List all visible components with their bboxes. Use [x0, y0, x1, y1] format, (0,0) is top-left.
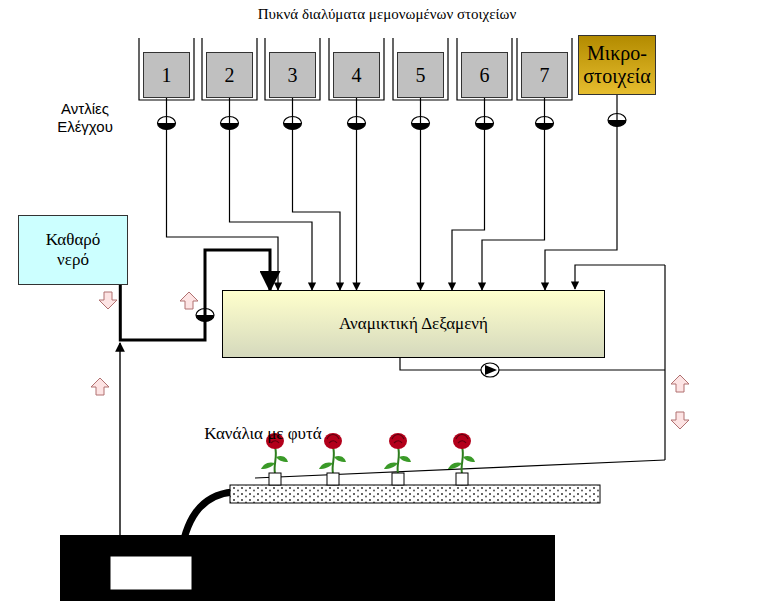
- rose-plant: [319, 433, 346, 485]
- tank-outline: [265, 38, 320, 100]
- tank-label: Καθαρό νερό: [29, 230, 117, 269]
- tank-number: 7: [540, 64, 550, 87]
- tank-outline: [139, 38, 194, 100]
- flow-arrow-up: [671, 375, 689, 392]
- reservoir-sump: [110, 556, 192, 590]
- flow-arrow-down: [99, 292, 117, 309]
- tank-outline: [202, 38, 257, 100]
- reservoir-tank: [60, 535, 555, 601]
- mixing-tank: Αναμικτική Δεξαμενή: [222, 290, 605, 358]
- drain-return-pipe: [119, 343, 120, 556]
- feed-pipe: [356, 98, 357, 290]
- tank-outline: [329, 38, 384, 100]
- tank-containers: [139, 38, 572, 100]
- pipes: [120, 265, 665, 560]
- feed-pipe: [545, 95, 617, 290]
- stock-tank: 5: [397, 52, 444, 98]
- clean-water-tank: Καθαρό νερό: [18, 215, 128, 285]
- flow-arrow-up: [180, 292, 198, 309]
- tank-label: Μικρο- στοιχεία: [583, 42, 651, 88]
- flow-arrow-down: [671, 412, 689, 429]
- tank-number: 3: [288, 64, 298, 87]
- stock-tank: 4: [333, 52, 380, 98]
- tank-number: 6: [480, 64, 490, 87]
- stock-tank: 3: [269, 52, 316, 98]
- riser-pipe: [664, 265, 665, 460]
- feed-pipe: [420, 98, 421, 290]
- rose-plant: [448, 433, 475, 485]
- return-pipe: [575, 265, 665, 289]
- stock-tank: 7: [521, 52, 568, 98]
- tank-number: 1: [162, 64, 172, 87]
- tank-label: Αναμικτική Δεξαμενή: [339, 314, 488, 334]
- feed-pipe: [167, 98, 279, 290]
- tank-outline: [457, 38, 512, 100]
- rose-plant: [384, 433, 411, 485]
- tank-number: 5: [416, 64, 426, 87]
- tank-outline: [517, 38, 572, 100]
- diagram-title: Πυκνά διαλύματα μεμονωμένων στοιχείων: [0, 6, 774, 23]
- tank-number: 2: [225, 64, 235, 87]
- stock-tank: 1: [143, 52, 190, 98]
- stock-tank: 2: [206, 52, 253, 98]
- flow-arrow-up: [91, 378, 109, 395]
- tank-outline: [393, 38, 448, 100]
- channel-label: Κανάλια με φυτά: [178, 424, 348, 444]
- feed-pipe: [452, 98, 485, 290]
- channel: [230, 485, 600, 503]
- micronutrient-tank: Μικρο- στοιχεία: [578, 35, 656, 95]
- pumps-label: Αντλίες Ελέγχου: [40, 100, 130, 136]
- outlet-pipe: [400, 358, 665, 370]
- tank-number: 4: [352, 64, 362, 87]
- feed-pipe: [293, 98, 341, 290]
- pumps: [158, 114, 627, 378]
- stock-tank: 6: [461, 52, 508, 98]
- reservoir: [60, 535, 555, 601]
- feed-pipe: [482, 98, 545, 290]
- plant-channel: [230, 433, 600, 503]
- pump-symbol: [481, 363, 499, 377]
